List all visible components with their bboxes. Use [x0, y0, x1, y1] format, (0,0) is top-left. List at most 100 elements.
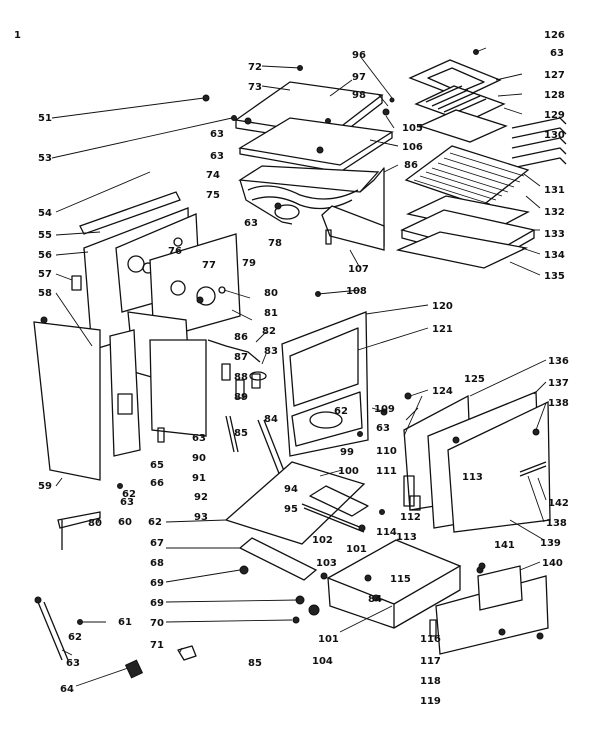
part-label: 94 — [284, 484, 298, 495]
part-label: 136 — [548, 356, 569, 367]
part-label: 124 — [432, 386, 453, 397]
part-label: 116 — [420, 634, 441, 645]
part-label: 114 — [376, 527, 397, 538]
side-trim-strips — [511, 117, 567, 169]
part-label: 106 — [402, 142, 423, 153]
part-label: 108 — [346, 286, 367, 297]
part-label: 138 — [548, 398, 569, 409]
outer-side-panel — [33, 316, 101, 481]
oven-rack-1 — [404, 145, 530, 207]
valve-manifold — [207, 339, 287, 477]
part-label: 127 — [544, 70, 565, 81]
part-label: 76 — [168, 246, 182, 257]
part-label: 53 — [38, 153, 52, 164]
part-label: 80 — [264, 288, 278, 299]
part-label: 133 — [544, 229, 565, 240]
part-label: 100 — [338, 466, 359, 477]
kick-plate — [238, 537, 318, 581]
part-label: 64 — [60, 684, 74, 695]
part-label: 73 — [248, 82, 262, 93]
storage-drawer — [326, 539, 462, 629]
part-label: 70 — [150, 618, 164, 629]
part-label: 97 — [352, 72, 366, 83]
broiler-insert — [395, 231, 529, 269]
part-label: 113 — [462, 472, 483, 483]
part-label: 51 — [38, 113, 52, 124]
part-label: 129 — [544, 110, 565, 121]
part-label: 141 — [494, 540, 515, 551]
part-label: 62 — [334, 406, 348, 417]
part-label: 55 — [38, 230, 52, 241]
part-label: 101 — [318, 634, 339, 645]
valve-plate — [149, 233, 241, 341]
part-label: 63 — [244, 218, 258, 229]
part-label: 128 — [544, 90, 565, 101]
part-label: 57 — [38, 269, 52, 280]
part-label: 74 — [206, 170, 220, 181]
leader-lines — [51, 47, 547, 687]
door-assembly — [403, 391, 551, 533]
part-label: 56 — [38, 250, 52, 261]
part-label: 132 — [544, 207, 565, 218]
burner-box — [238, 165, 385, 247]
part-label: 85 — [234, 428, 248, 439]
part-label: 82 — [262, 326, 276, 337]
part-label: 142 — [548, 498, 569, 509]
part-label: 134 — [544, 250, 565, 261]
part-label: 138 — [546, 518, 567, 529]
part-label: 112 — [400, 512, 421, 523]
part-label: 63 — [120, 497, 134, 508]
part-label: 58 — [38, 288, 52, 299]
drawer-front — [429, 565, 549, 655]
part-label: 89 — [234, 392, 248, 403]
cooktop-panel — [238, 117, 394, 173]
part-label: 63 — [210, 151, 224, 162]
part-label: 109 — [374, 404, 395, 415]
part-label: 105 — [402, 123, 423, 134]
part-label: 113 — [396, 532, 417, 543]
burner-pan — [321, 205, 385, 251]
part-label: 131 — [544, 185, 565, 196]
part-label: 66 — [150, 478, 164, 489]
part-label: 69 — [150, 578, 164, 589]
part-label: 59 — [38, 481, 52, 492]
front-frame — [281, 311, 369, 457]
part-label: 63 — [550, 48, 564, 59]
part-label: 80 — [88, 518, 102, 529]
part-label: 107 — [348, 264, 369, 275]
part-label: 88 — [234, 372, 248, 383]
part-label: 103 — [316, 558, 337, 569]
part-label: 78 — [268, 238, 282, 249]
part-label: 121 — [432, 324, 453, 335]
part-label: 91 — [192, 473, 206, 484]
part-label: 118 — [420, 676, 441, 687]
part-label: 102 — [312, 535, 333, 546]
part-label: 65 — [150, 460, 164, 471]
lower-left-hardware — [34, 511, 197, 679]
part-label: 139 — [540, 538, 561, 549]
part-label: 62 — [148, 517, 162, 528]
part-label: 81 — [264, 308, 278, 319]
part-label: 69 — [150, 598, 164, 609]
part-label: 85 — [248, 658, 262, 669]
part-label: 68 — [150, 558, 164, 569]
part-label: 84 — [368, 594, 382, 605]
part-label: 67 — [150, 538, 164, 549]
part-label: 72 — [248, 62, 262, 73]
part-label: 120 — [432, 301, 453, 312]
part-label: 63 — [376, 423, 390, 434]
part-label: 61 — [118, 617, 132, 628]
part-labels: 51 53 54 55 56 57 58 59 60 61 62 62 62 6… — [38, 30, 569, 707]
part-label: 90 — [192, 453, 206, 464]
part-label: 86 — [234, 332, 248, 343]
part-label: 62 — [68, 632, 82, 643]
part-label: 115 — [390, 574, 411, 585]
part-label: 87 — [234, 352, 248, 363]
part-label: 63 — [192, 433, 206, 444]
part-label: 54 — [38, 208, 52, 219]
part-label: 77 — [202, 260, 216, 271]
part-label: 119 — [420, 696, 441, 707]
part-label: 126 — [544, 30, 565, 41]
part-label: 62 — [122, 489, 136, 500]
